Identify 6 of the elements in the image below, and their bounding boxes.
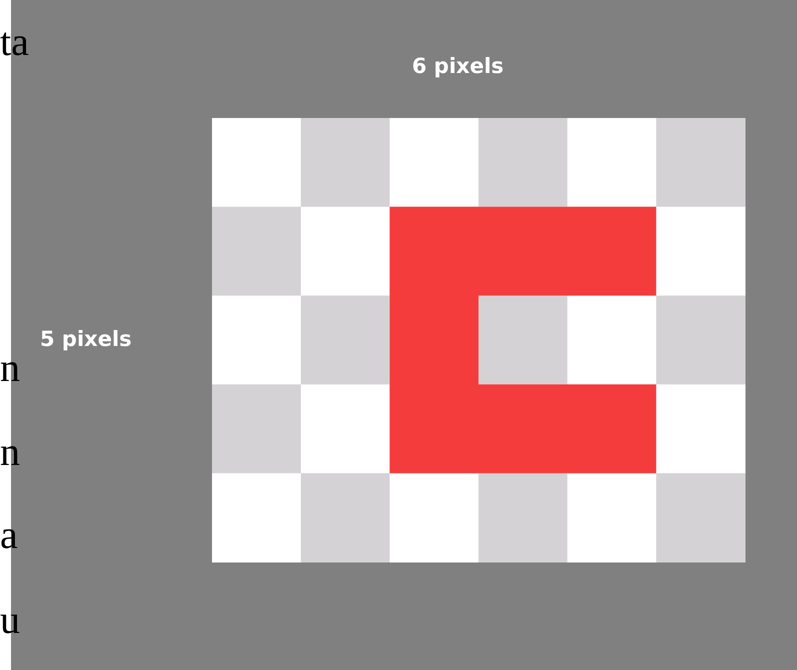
dimension-label: 5 pixels (40, 329, 132, 350)
text-fragment: a (0, 515, 18, 555)
text-fragment: n (0, 348, 20, 388)
text-fragment: u (0, 600, 20, 640)
text-fragment: n (0, 432, 20, 472)
dimension-label: 6 pixels (412, 56, 504, 77)
